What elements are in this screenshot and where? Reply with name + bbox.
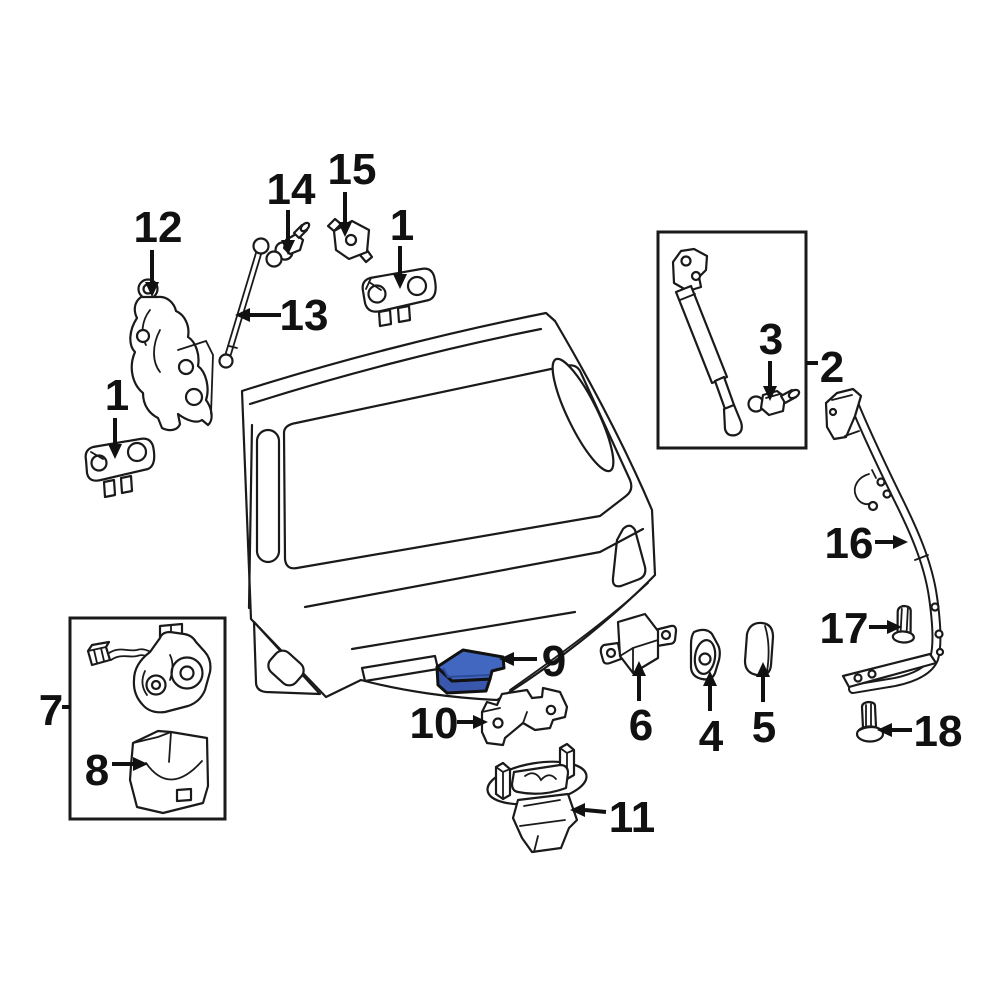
roof-edge-line <box>248 327 543 406</box>
strut-cylinder <box>674 284 729 385</box>
cushion-fold-line <box>442 667 490 679</box>
callout-9: 9 <box>499 637 566 686</box>
callout-1: 1 <box>390 201 414 289</box>
part-number-label: 12 <box>134 203 183 252</box>
strut-bracket <box>671 247 709 293</box>
part-number-label: 17 <box>820 604 869 653</box>
part-number-label: 8 <box>85 746 109 795</box>
rail-foot <box>841 652 938 689</box>
part-2-lift-support-group <box>671 247 801 437</box>
part-number-label: 2 <box>820 343 844 392</box>
callout-7: 7 <box>39 686 70 735</box>
lock-actuator <box>86 622 212 714</box>
callout-15: 15 <box>328 145 377 237</box>
callout-11: 11 <box>570 793 655 842</box>
part-17-pin <box>891 604 915 644</box>
part-number-label: 13 <box>280 291 329 340</box>
leader-arrowhead-icon <box>703 671 717 686</box>
callout-4: 4 <box>699 671 724 761</box>
group-boxes-layer <box>68 230 808 821</box>
box-2 <box>656 230 808 450</box>
part-1-bracket-top <box>361 267 437 328</box>
leader-arrowhead-icon <box>877 723 892 737</box>
leader-arrowhead-icon <box>499 652 514 666</box>
callout-1: 1 <box>105 371 129 459</box>
leader-arrowhead-icon <box>145 282 159 297</box>
part-number-label: 15 <box>328 145 377 194</box>
part-number-label: 16 <box>825 519 874 568</box>
part-9-cushion-highlighted <box>435 648 506 695</box>
corner-blob-left <box>267 649 305 687</box>
box-7 <box>68 616 227 821</box>
callout-10: 10 <box>410 699 488 748</box>
part-3-ball-stud <box>747 388 801 417</box>
callout-17: 17 <box>820 604 902 653</box>
leader-arrowhead-icon <box>281 240 295 255</box>
part-number-label: 11 <box>609 793 656 842</box>
rear-window-opening <box>282 364 633 570</box>
license-recess-line <box>350 610 577 651</box>
part-11-lock-assembly <box>486 742 588 854</box>
callout-8: 8 <box>85 746 148 795</box>
callout-2: 2 <box>806 343 844 392</box>
callout-5: 5 <box>752 662 776 752</box>
part-12-hinge-assembly <box>129 278 214 432</box>
leader-line <box>584 808 607 814</box>
part-number-label: 18 <box>914 707 963 756</box>
part-1-bracket-left <box>84 437 156 499</box>
right-pillar-slot <box>551 357 615 473</box>
leader-arrowhead-icon <box>756 662 770 677</box>
body-crease-line <box>303 527 645 609</box>
part-number-label: 1 <box>105 371 129 420</box>
leader-arrowhead-icon <box>108 444 122 459</box>
leader-arrowhead-icon <box>763 386 777 401</box>
part-number-label: 7 <box>39 686 63 735</box>
part-6-sensor <box>599 612 678 675</box>
callout-6: 6 <box>629 661 653 750</box>
part-5-cover <box>743 621 775 677</box>
callout-3: 3 <box>759 315 783 401</box>
left-pillar-line <box>247 423 254 610</box>
leader-arrowhead-icon <box>393 274 407 289</box>
callout-16: 16 <box>825 519 908 568</box>
part-number-label: 3 <box>759 315 783 364</box>
cushion-top-face <box>435 648 506 683</box>
part-number-label: 1 <box>390 201 414 250</box>
part-number-label: 10 <box>410 699 459 748</box>
leader-arrowhead-icon <box>893 535 908 549</box>
bottom-flange-line <box>509 582 649 691</box>
strut-rod <box>713 375 736 411</box>
callout-14: 14 <box>267 165 316 255</box>
part-8-cover <box>128 729 210 815</box>
part-number-label: 6 <box>629 701 653 750</box>
leader-arrowhead-icon <box>887 620 902 634</box>
leader-arrowhead-icon <box>570 803 585 817</box>
leader-arrowhead-icon <box>473 715 488 729</box>
leader-arrowhead-icon <box>235 308 250 322</box>
rail-top-cap <box>824 387 863 441</box>
part-10-bracket <box>480 686 569 747</box>
part-number-label: 14 <box>267 165 316 214</box>
part-number-label: 4 <box>699 712 724 761</box>
part-16-trim-rail <box>824 387 945 694</box>
part-18-screw <box>855 700 885 743</box>
left-pillar-slot <box>255 428 281 564</box>
leader-arrowhead-icon <box>632 661 646 676</box>
part-7-lock-group <box>86 622 212 815</box>
leader-arrowhead-icon <box>338 222 352 237</box>
callout-13: 13 <box>235 291 328 340</box>
callout-12: 12 <box>134 203 183 297</box>
part-number-label: 5 <box>752 703 776 752</box>
callout-18: 18 <box>877 707 962 756</box>
part-13-support-rod <box>218 237 270 369</box>
strut-end <box>722 403 743 437</box>
part-number-label: 9 <box>542 637 566 686</box>
leader-arrowhead-icon <box>133 757 148 771</box>
liftgate-panel <box>240 311 657 702</box>
part-4-grommet <box>689 628 721 681</box>
